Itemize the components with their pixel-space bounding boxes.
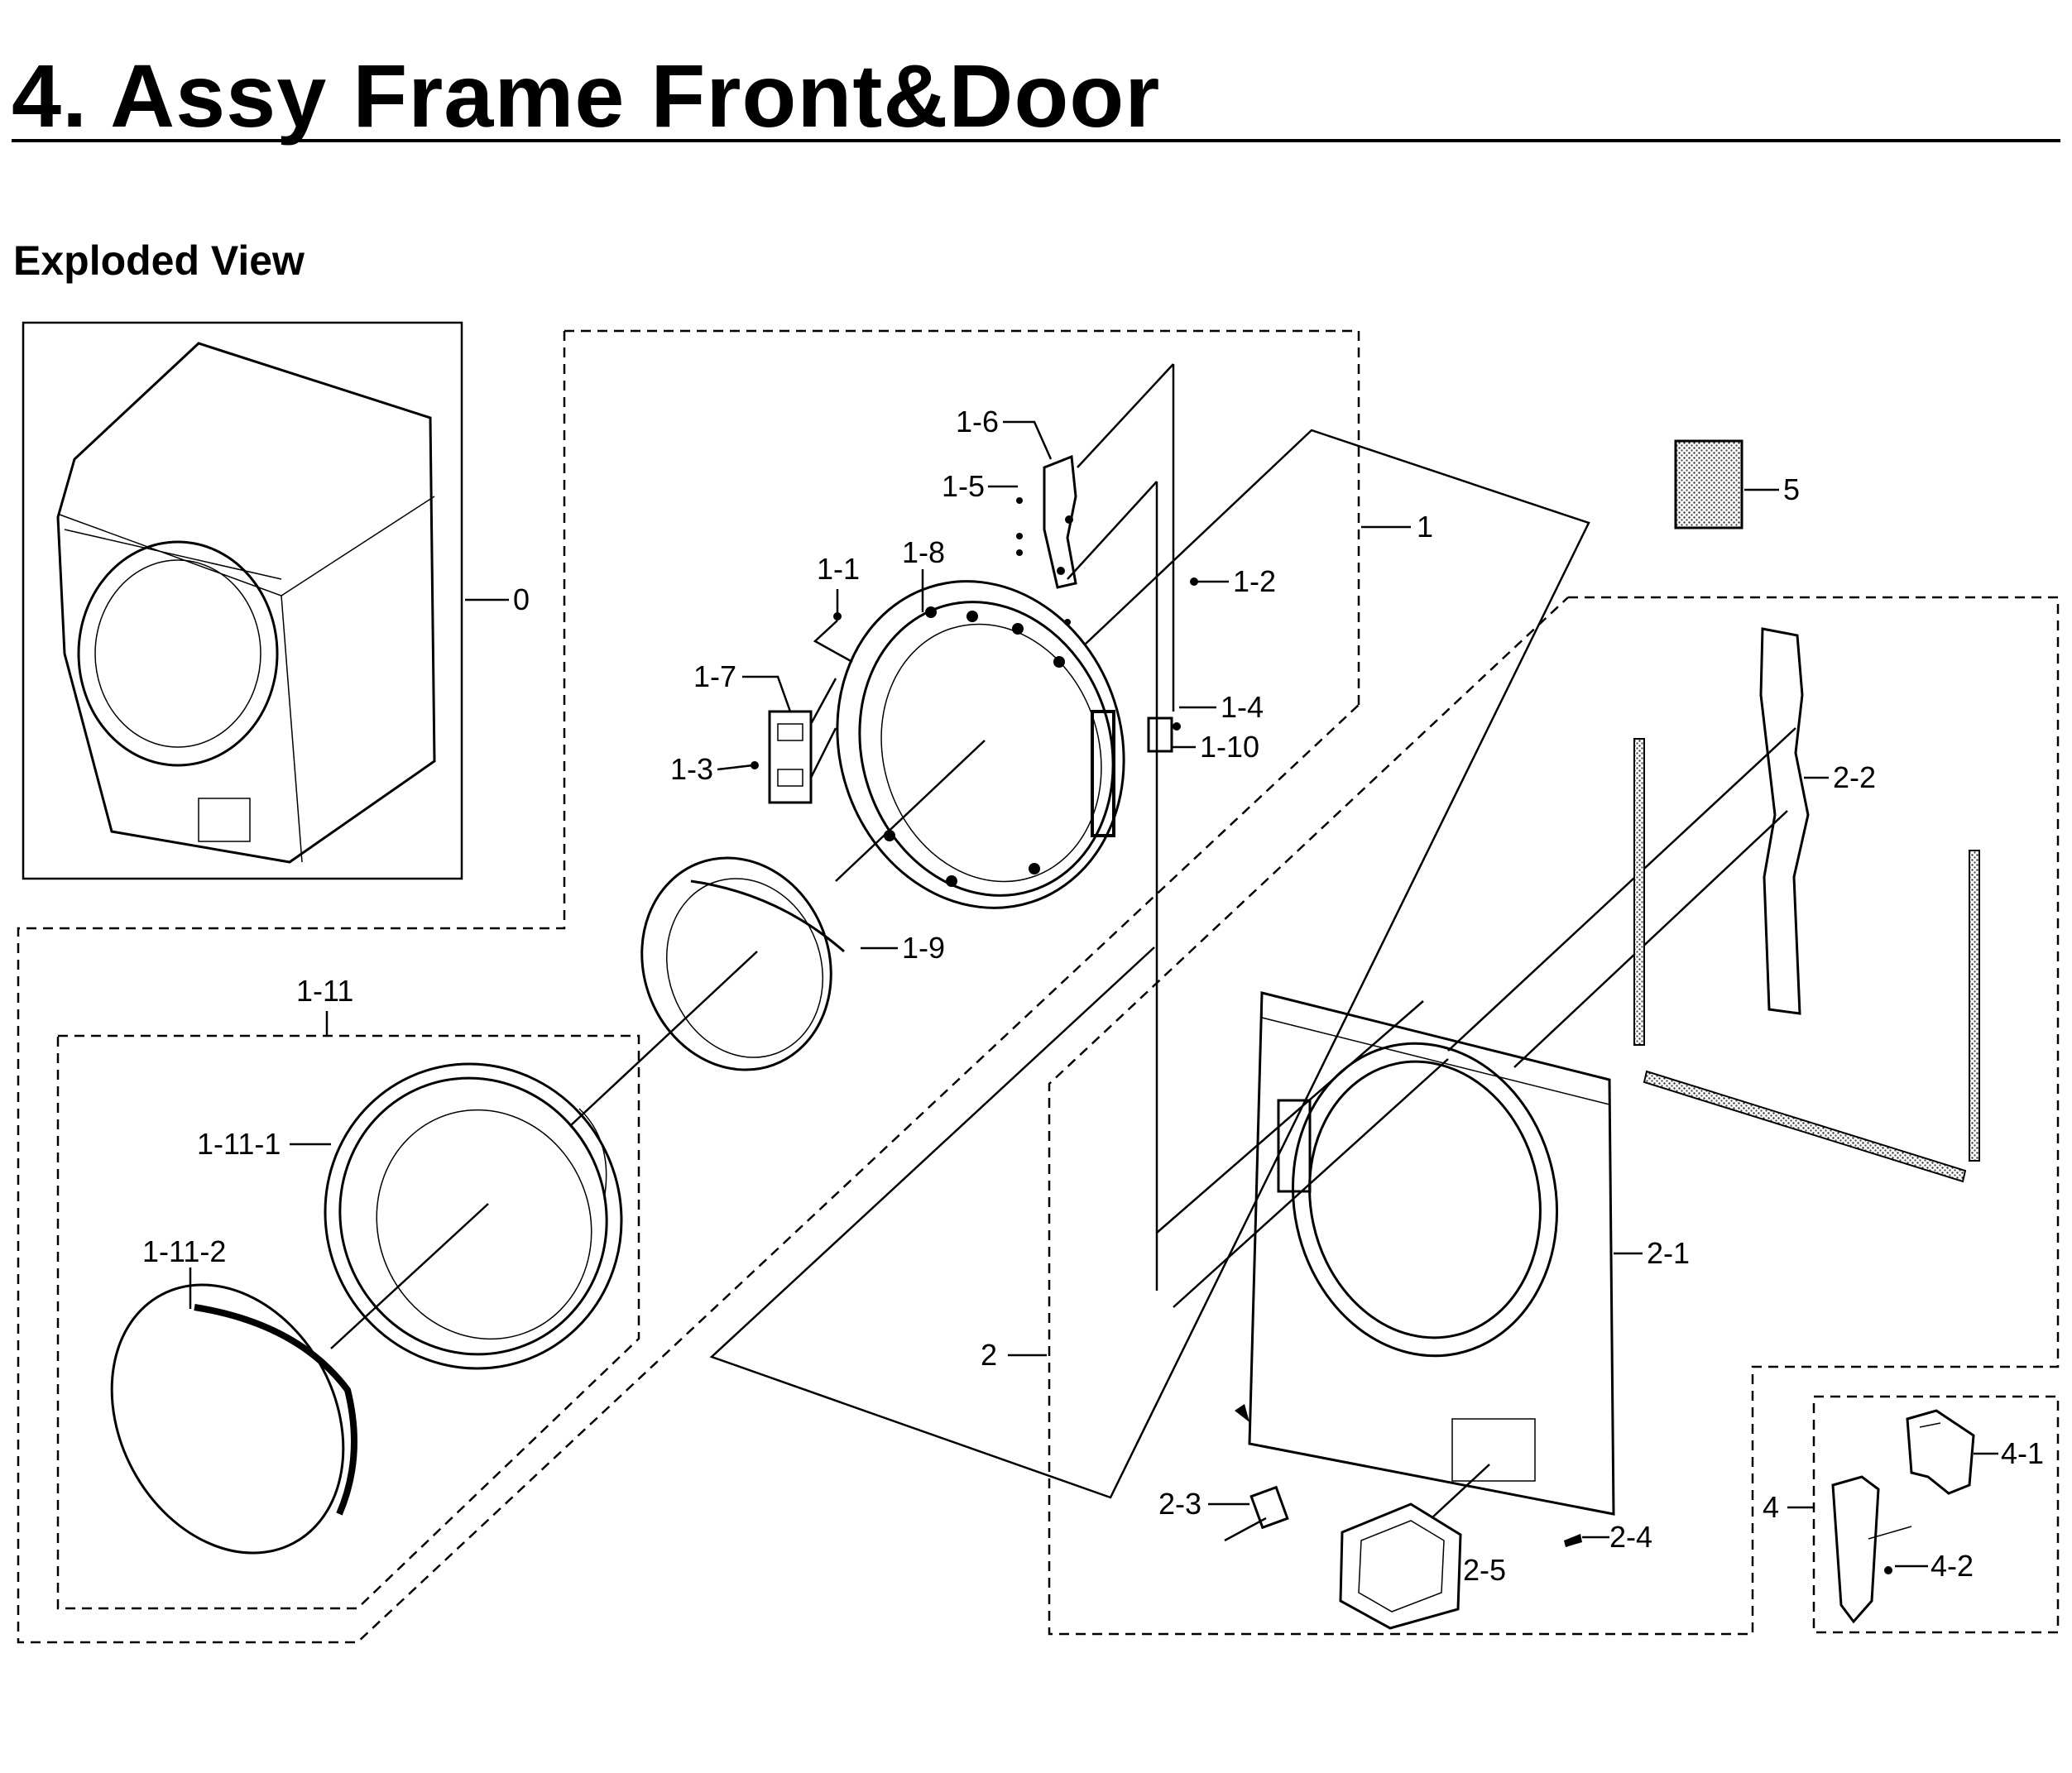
label-2-1: 2-1: [1647, 1236, 1690, 1270]
label-2-4: 2-4: [1609, 1520, 1652, 1554]
callout-1-9: 1-9: [861, 931, 945, 965]
label-1-7: 1-7: [693, 659, 736, 693]
callout-4-1: 4-1: [1974, 1436, 2044, 1470]
label-1-9: 1-9: [902, 931, 945, 965]
callout-4-2: 4-2: [1895, 1549, 1974, 1583]
callout-1-11-1: 1-11-1: [197, 1127, 331, 1161]
clip-illustration: [1564, 1534, 1582, 1547]
door-lock-switch-illustration: [1224, 1485, 1289, 1542]
callout-1-1: 1-1: [813, 552, 860, 664]
bracket-4-1-illustration: [1906, 1409, 1975, 1495]
callout-1-4: 1-4: [1179, 690, 1264, 724]
door-ring-illustration: [836, 580, 1125, 909]
bracket-4-2-illustration: [1831, 1475, 1912, 1624]
label-2-5: 2-5: [1463, 1553, 1506, 1587]
label-0: 0: [513, 582, 530, 616]
assembly-0-box: [22, 321, 463, 880]
label-1-5: 1-5: [942, 469, 985, 503]
door-frame-connector-outline: [709, 429, 1590, 1499]
frame-brace-illustration: [1447, 627, 1980, 1183]
label-5: 5: [1783, 472, 1800, 506]
callout-1-8: 1-8: [902, 535, 945, 612]
callout-1-10: 1-10: [1171, 730, 1259, 764]
label-4: 4: [1763, 1490, 1779, 1524]
label-1-6: 1-6: [956, 405, 999, 438]
label-1-11-2: 1-11-2: [142, 1234, 226, 1268]
callout-1-6: 1-6: [956, 405, 1053, 460]
label-1-11-1: 1-11-1: [197, 1127, 281, 1161]
washer-complete-illustration: [56, 342, 436, 864]
label-1-10: 1-10: [1200, 730, 1259, 764]
label-1-2: 1-2: [1233, 564, 1276, 598]
assembly-1-11-boundary: [56, 1034, 640, 1610]
label-1-3: 1-3: [670, 752, 713, 786]
door-handle-illustration: [1043, 363, 1175, 1291]
label-2-2: 2-2: [1833, 760, 1876, 794]
assembly-2-boundary: [1048, 596, 2060, 1636]
label-2: 2: [981, 1338, 997, 1372]
door-latch-illustration: [1147, 716, 1181, 753]
callout-2-5: 2-5: [1463, 1553, 1506, 1587]
callout-4: 4: [1763, 1490, 1814, 1524]
front-frame-panel-illustration: [1235, 991, 1615, 1516]
label-1-8: 1-8: [902, 535, 945, 569]
hinge-illustration: [768, 678, 837, 804]
callout-1-11: 1-11: [296, 974, 353, 1036]
callout-2: 2: [981, 1338, 1047, 1372]
label-1: 1: [1417, 510, 1433, 544]
callout-0: 0: [465, 582, 530, 616]
label-1-11: 1-11: [296, 974, 353, 1008]
callout-2-4: 2-4: [1582, 1520, 1652, 1554]
door-glass-illustration: [110, 1283, 357, 1555]
section-subtitle: Exploded View: [13, 237, 305, 284]
door-inner-cover-illustration: [640, 856, 845, 1071]
door-outer-ring-illustration: [324, 1062, 623, 1370]
callout-2-1: 2-1: [1614, 1236, 1690, 1270]
label-1-1: 1-1: [817, 552, 860, 586]
callout-2-2: 2-2: [1804, 760, 1876, 794]
label-1-4: 1-4: [1221, 690, 1264, 724]
title-rule: [12, 139, 2060, 142]
callout-1-3: 1-3: [670, 752, 759, 786]
label-4-2: 4-2: [1931, 1549, 1974, 1583]
callout-2-3: 2-3: [1158, 1487, 1249, 1521]
page-title: 4. Assy Frame Front&Door: [12, 46, 1161, 146]
callout-1-11-2: 1-11-2: [142, 1234, 226, 1309]
assembly-axis-lines: [330, 740, 986, 1349]
label-2-3: 2-3: [1158, 1487, 1201, 1521]
label-plate-illustration: [1674, 439, 1743, 530]
callout-1-7: 1-7: [693, 659, 792, 712]
callout-1: 1: [1361, 510, 1433, 544]
assembly-4-boundary: [1812, 1395, 2060, 1634]
label-4-1: 4-1: [2001, 1436, 2044, 1470]
frame-cover-illustration: [1339, 1464, 1490, 1630]
callout-1-2: 1-2: [1190, 564, 1276, 598]
callout-5: 5: [1744, 472, 1800, 506]
assembly-1-boundary: [17, 329, 1360, 1644]
callout-1-5: 1-5: [942, 469, 1071, 625]
